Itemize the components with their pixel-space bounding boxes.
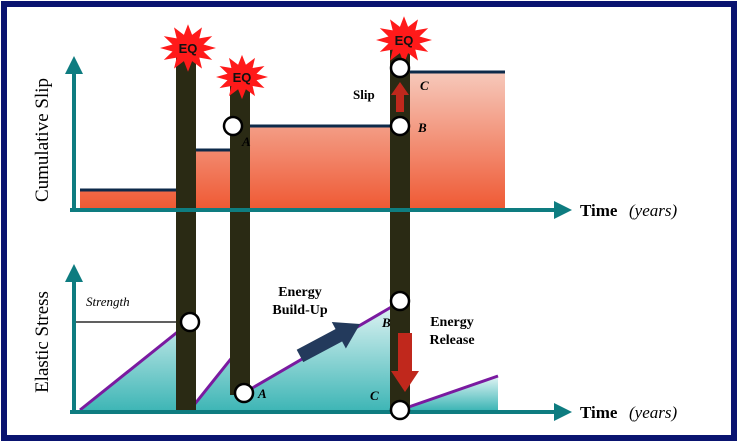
slip-y-axis-arrowhead (65, 56, 83, 74)
stress-point-b (389, 290, 411, 312)
stress-point-c (389, 399, 411, 421)
stress-y-axis-label: Elastic Stress (32, 291, 53, 393)
eq-event-bar-1 (176, 50, 196, 412)
release-label-line2: Release (429, 333, 474, 348)
slip-point-c (389, 57, 411, 79)
slip-x-axis-unit: (years) (629, 201, 677, 220)
stress-x-axis-unit: (years) (629, 403, 677, 422)
stress-reload-line (399, 374, 499, 412)
stress-x-axis-arrowhead (554, 403, 572, 421)
slip-x-axis-arrowhead (554, 201, 572, 219)
slip-point-b (389, 115, 411, 137)
slip-arrow (391, 82, 409, 112)
slip-x-axis-label: Time (580, 201, 618, 220)
eq-burst-2: EQ (216, 54, 268, 100)
stress-point-a (233, 382, 255, 404)
stress-point-c-label: C (370, 388, 379, 403)
energy-buildup-arrow (296, 322, 361, 363)
eq-label-2: EQ (233, 70, 252, 85)
stress-point-b-label: B (381, 315, 391, 330)
stress-point-a-label: A (257, 386, 267, 401)
eq-burst-icon (376, 16, 432, 64)
strength-point (179, 311, 201, 333)
eq-label-1: EQ (179, 41, 198, 56)
eq-event-bar-2 (230, 85, 250, 395)
strength-label: Strength (86, 294, 130, 309)
slip-y-axis-label: Cumulative Slip (32, 78, 53, 202)
energy-release-arrow (391, 333, 419, 392)
slip-point-a-label: A (241, 134, 251, 149)
slip-axes (65, 56, 572, 219)
eq-burst-icon (160, 24, 216, 72)
slip-point-a (222, 115, 244, 137)
slip-point-b-label: B (417, 120, 427, 135)
eq-burst-1: EQ (160, 24, 216, 72)
eq-burst-3: EQ (376, 16, 432, 64)
stress-axes (65, 264, 572, 421)
slip-point-c-label: C (420, 78, 429, 93)
stress-y-axis-arrowhead (65, 264, 83, 282)
release-label-line1: Energy (430, 315, 474, 330)
buildup-label-line2: Build-Up (272, 303, 327, 318)
eq-label-3: EQ (395, 33, 414, 48)
stress-x-axis-label: Time (580, 403, 618, 422)
buildup-label-line1: Energy (278, 285, 322, 300)
eq-burst-icon (216, 54, 268, 100)
slip-label: Slip (353, 87, 375, 102)
